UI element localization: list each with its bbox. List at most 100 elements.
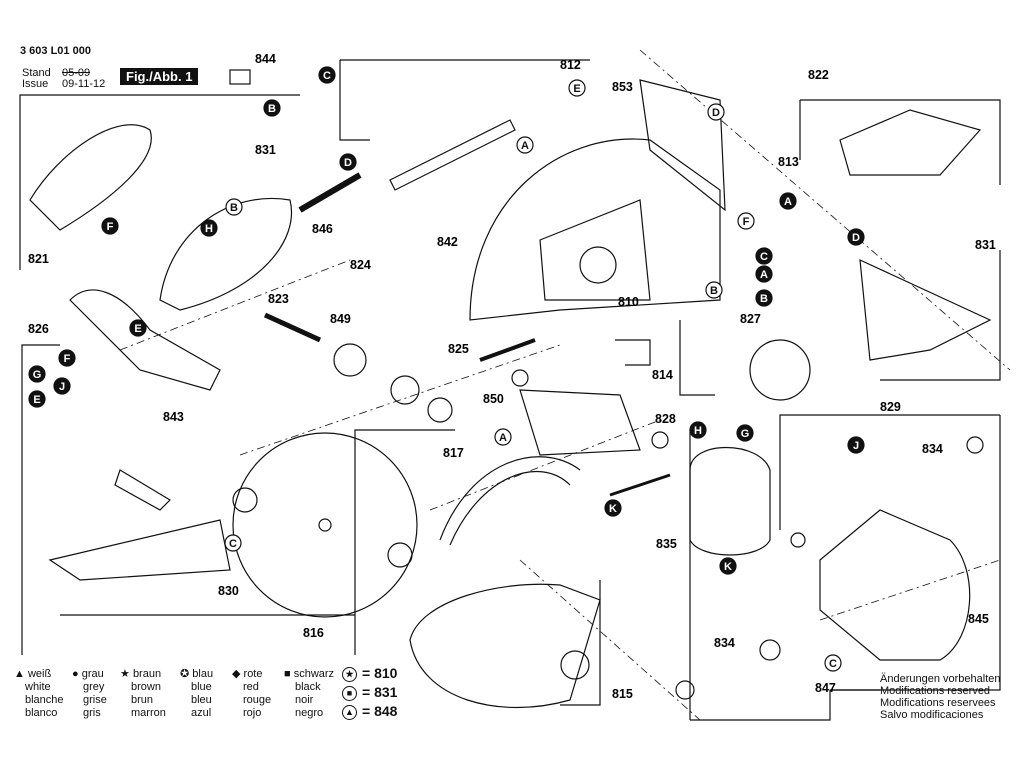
callout-letter: K bbox=[724, 561, 732, 573]
frame-826 bbox=[21, 344, 60, 655]
switch-cover bbox=[839, 109, 982, 176]
callout-a: A bbox=[779, 192, 797, 210]
part-label-843: 843 bbox=[163, 410, 184, 424]
part-label-847: 847 bbox=[815, 681, 836, 695]
callout-circle bbox=[318, 66, 336, 84]
callout-circle bbox=[28, 390, 46, 408]
callout-e: E bbox=[568, 79, 586, 97]
part-label-822: 822 bbox=[808, 68, 829, 82]
callout-letter: A bbox=[784, 196, 792, 208]
callout-g: G bbox=[28, 365, 46, 383]
callout-a: A bbox=[755, 265, 773, 283]
part-label-834: 834 bbox=[922, 442, 943, 456]
callout-letter: F bbox=[743, 216, 750, 228]
part-label-829: 829 bbox=[880, 400, 901, 414]
callout-circle bbox=[28, 365, 46, 383]
callout-d: D bbox=[847, 228, 865, 246]
callout-letter: H bbox=[205, 223, 213, 235]
callout-letter: B bbox=[760, 293, 768, 305]
saw-blade bbox=[232, 432, 418, 618]
callout-h: H bbox=[200, 219, 218, 237]
document-number: 3 603 L01 000 bbox=[20, 45, 91, 57]
issue-date: 09-11-12 bbox=[62, 78, 106, 90]
frame-815 bbox=[560, 580, 601, 706]
callout-f: F bbox=[737, 212, 755, 230]
callout-letter: F bbox=[107, 221, 114, 233]
callout-letter: E bbox=[134, 323, 141, 335]
handle-grip bbox=[69, 289, 221, 391]
note-fr: Modifications reservees bbox=[880, 697, 996, 709]
note-en: Modifications reserved bbox=[880, 685, 991, 697]
note-de: Änderungen vorbehalten bbox=[880, 673, 1001, 685]
armature bbox=[519, 389, 641, 456]
frame-817 bbox=[354, 429, 455, 655]
callout-circle bbox=[224, 534, 242, 552]
callout-letter: B bbox=[230, 202, 238, 214]
callout-f: F bbox=[101, 217, 119, 235]
callout-circle bbox=[755, 265, 773, 283]
modification-notes: Änderungen vorbehalten Modifications res… bbox=[880, 673, 1000, 721]
part-label-828: 828 bbox=[655, 412, 676, 426]
part-label-853: 853 bbox=[612, 80, 633, 94]
callout-circle bbox=[604, 499, 622, 517]
callout-letter: D bbox=[852, 232, 860, 244]
part-label-813: 813 bbox=[778, 155, 799, 169]
upper-blade-guard bbox=[469, 138, 721, 321]
callout-circle bbox=[689, 421, 707, 439]
diagram-linework bbox=[19, 49, 1011, 721]
note-es: Salvo modificaciones bbox=[880, 709, 984, 721]
callout-b: B bbox=[225, 198, 243, 216]
part-label-834: 834 bbox=[714, 636, 735, 650]
callout-c: C bbox=[224, 534, 242, 552]
callout-letter: C bbox=[323, 70, 331, 82]
kit-key-810: ★= 810 bbox=[342, 664, 397, 683]
stand-label: Stand bbox=[22, 67, 51, 79]
kit-keys: ★= 810 ■= 831 ▲= 848 bbox=[342, 664, 397, 721]
callout-letter: D bbox=[344, 157, 352, 169]
issue-dates: 05-09 09-11-12 bbox=[62, 68, 105, 90]
callout-a: A bbox=[516, 136, 534, 154]
callout-c: C bbox=[755, 247, 773, 265]
callout-circle bbox=[339, 153, 357, 171]
callout-letter: D bbox=[712, 107, 720, 119]
callout-letter: J bbox=[59, 381, 65, 393]
callout-k: K bbox=[604, 499, 622, 517]
callout-letter: E bbox=[33, 394, 40, 406]
part-label-816: 816 bbox=[303, 626, 324, 640]
part-label-850: 850 bbox=[483, 392, 504, 406]
part-label-817: 817 bbox=[443, 446, 464, 460]
part-label-835: 835 bbox=[656, 537, 677, 551]
callout-letter: H bbox=[694, 425, 702, 437]
callout-b: B bbox=[705, 281, 723, 299]
callout-k: K bbox=[719, 557, 737, 575]
old-date: 05-09 bbox=[62, 67, 91, 79]
callout-letter: G bbox=[741, 428, 750, 440]
handle-shell-right bbox=[159, 198, 292, 311]
callout-circle bbox=[568, 79, 586, 97]
part-label-831: 831 bbox=[255, 143, 276, 157]
part-label-825: 825 bbox=[448, 342, 469, 356]
callout-j: J bbox=[847, 436, 865, 454]
callout-circle bbox=[263, 99, 281, 117]
callout-letter: B bbox=[268, 103, 276, 115]
callout-f: F bbox=[58, 349, 76, 367]
callout-letter: J bbox=[853, 440, 859, 452]
callout-a: A bbox=[494, 428, 512, 446]
lower-blade-guard bbox=[409, 583, 601, 709]
part-label-810: 810 bbox=[618, 295, 639, 309]
callout-circle bbox=[847, 436, 865, 454]
figure-label: Fig./Abb. 1 bbox=[120, 68, 199, 85]
callout-letter: C bbox=[760, 251, 768, 263]
kit-key-848: ▲= 848 bbox=[342, 702, 397, 721]
part-label-827: 827 bbox=[740, 312, 761, 326]
callout-letter: C bbox=[229, 538, 237, 550]
callout-letter: B bbox=[710, 285, 718, 297]
callout-circle bbox=[755, 247, 773, 265]
callout-j: J bbox=[53, 377, 71, 395]
callout-letter: F bbox=[64, 353, 71, 365]
